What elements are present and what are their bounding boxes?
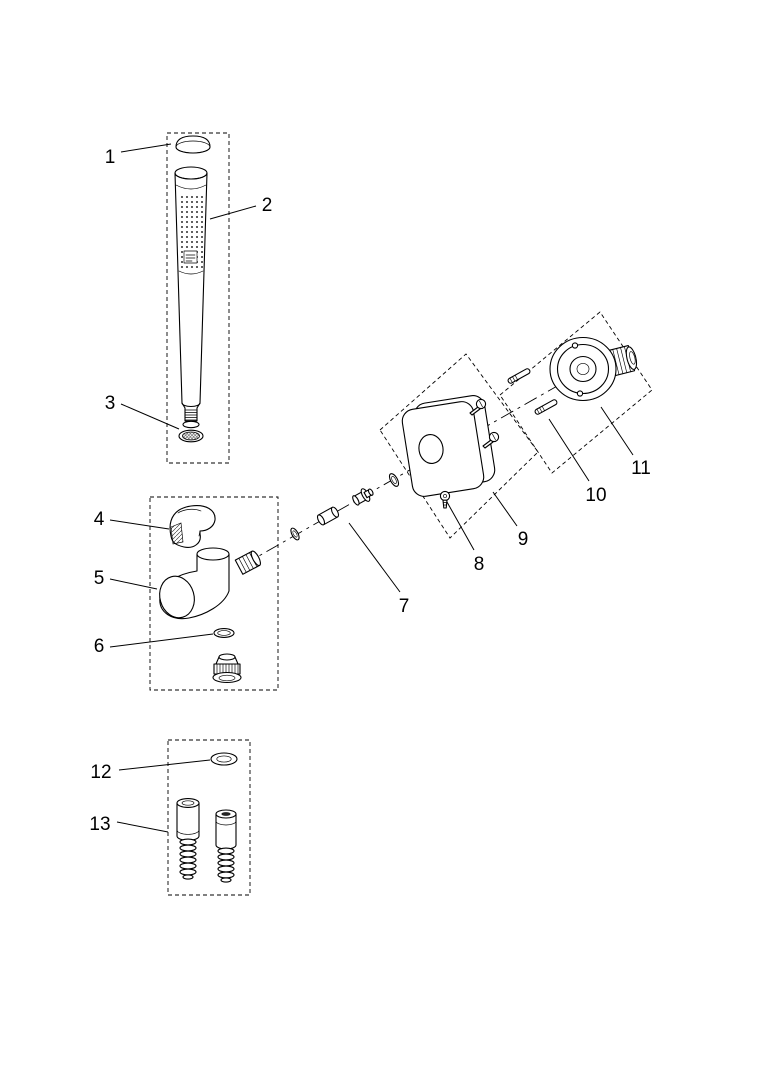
part-4-holder [169,505,216,548]
part-13-check-valves [176,798,237,883]
part-label-5: 5 [94,568,105,589]
plate-screw-side [482,431,500,449]
part-label-8: 8 [474,554,485,575]
part-7-fittings [290,473,400,541]
part-9-escutcheon [401,395,496,497]
part-label-10: 10 [585,485,606,506]
part-11-flange [549,336,638,402]
part-aerator [212,653,242,684]
part-1-cap [175,135,211,154]
part-label-7: 7 [399,596,410,617]
part-label-9: 9 [518,529,529,550]
elbow-outlet-knurl [234,550,261,575]
part-label-2: 2 [262,195,273,216]
part-label-3: 3 [105,393,116,414]
part-label-11: 11 [631,458,651,479]
part-label-4: 4 [94,509,105,530]
part-6-gasket [213,628,235,638]
part-12-washer [210,752,238,766]
part-3-connector [178,402,204,443]
check-valve-right [215,809,237,883]
filter-mesh [182,431,200,441]
leader-lines [109,143,634,833]
part-2-wand [174,166,208,408]
group-box-escutcheon [379,353,539,539]
part-label-13: 13 [89,814,110,835]
check-valve-left [176,798,200,880]
group-box-flange [499,311,653,474]
part-label-12: 12 [90,762,111,783]
brand-mark [183,250,198,264]
group-box-handshower [166,132,230,464]
plate-screw-top [469,398,487,416]
part-label-6: 6 [94,636,105,657]
part-10-pins [507,368,558,415]
part-label-1: 1 [105,147,116,168]
part-5-elbow [159,547,261,620]
group-box-holder [149,496,279,691]
part-8-screw [439,490,451,509]
